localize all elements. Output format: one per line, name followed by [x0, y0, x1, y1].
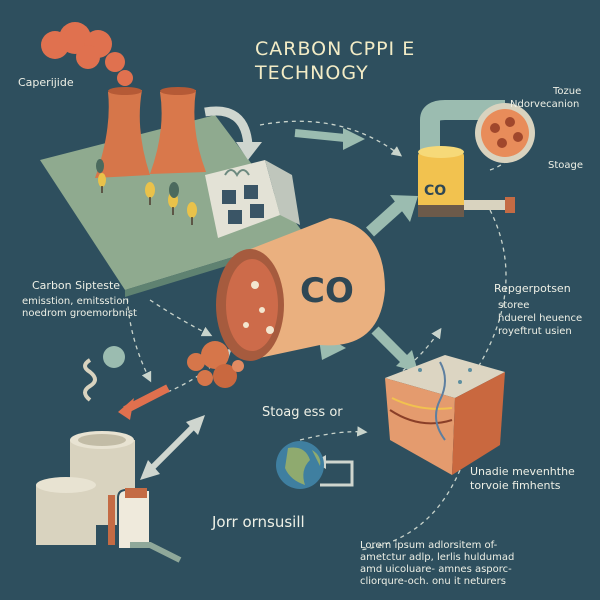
lorem-line-3: amd uicoluare- amnes asporc- [360, 564, 512, 575]
top-right-label-2: Ndorvecanion [510, 99, 580, 110]
rock-layers-icon [385, 355, 505, 475]
carbon-line-1: emisstion, emitsstion [22, 296, 129, 307]
globe-icon [276, 441, 324, 489]
tank-label: CO [300, 271, 354, 311]
storage-center-label: Stoag ess or [262, 405, 343, 420]
carbon-title: Carbon Siptestе [32, 279, 121, 292]
right-line-1: storee [498, 300, 530, 311]
cooling-tower-icon [95, 87, 206, 178]
right-line-3: royeftrut usien [498, 326, 572, 337]
right-title: Repgerpotsen [494, 282, 571, 295]
pipeline-icon: CO [418, 100, 535, 217]
lorem-line-2: ametctur adlp, lerlis huldumad [360, 552, 515, 563]
capture-label: Caperijide [18, 76, 74, 89]
storage-right-label: Stoage [548, 160, 584, 171]
page-title-line1: CARBON CPPI E [255, 38, 416, 60]
molecule-icon [187, 341, 244, 388]
plant-facility-icon [36, 358, 151, 548]
carbon-line-2: noedrom groemorbnist [22, 308, 137, 319]
bottom-left-label: Jorr ornsusill [212, 513, 305, 531]
small-dot [103, 346, 125, 368]
geo-title: Unadie mevenhthe [470, 465, 575, 478]
ground-pipe [130, 542, 182, 563]
small-tank-label: CO [424, 183, 446, 199]
top-right-label-1: Tozue [553, 86, 582, 97]
storage-tank-icon: CO [216, 218, 385, 361]
lorem-line-1: Lorem ipsum adlorsitem of- [360, 540, 498, 551]
lorem-line-4: cliorqure-och. onu it neturers [360, 576, 506, 587]
facility-icon [205, 160, 300, 238]
smoke-cloud-icon [41, 22, 133, 86]
right-line-2: hduerel heuence [498, 313, 583, 324]
page-title-line2: TECHNOGY [255, 62, 369, 84]
tree-icon [96, 159, 197, 225]
geo-line: torvoie fimhents [470, 479, 561, 492]
